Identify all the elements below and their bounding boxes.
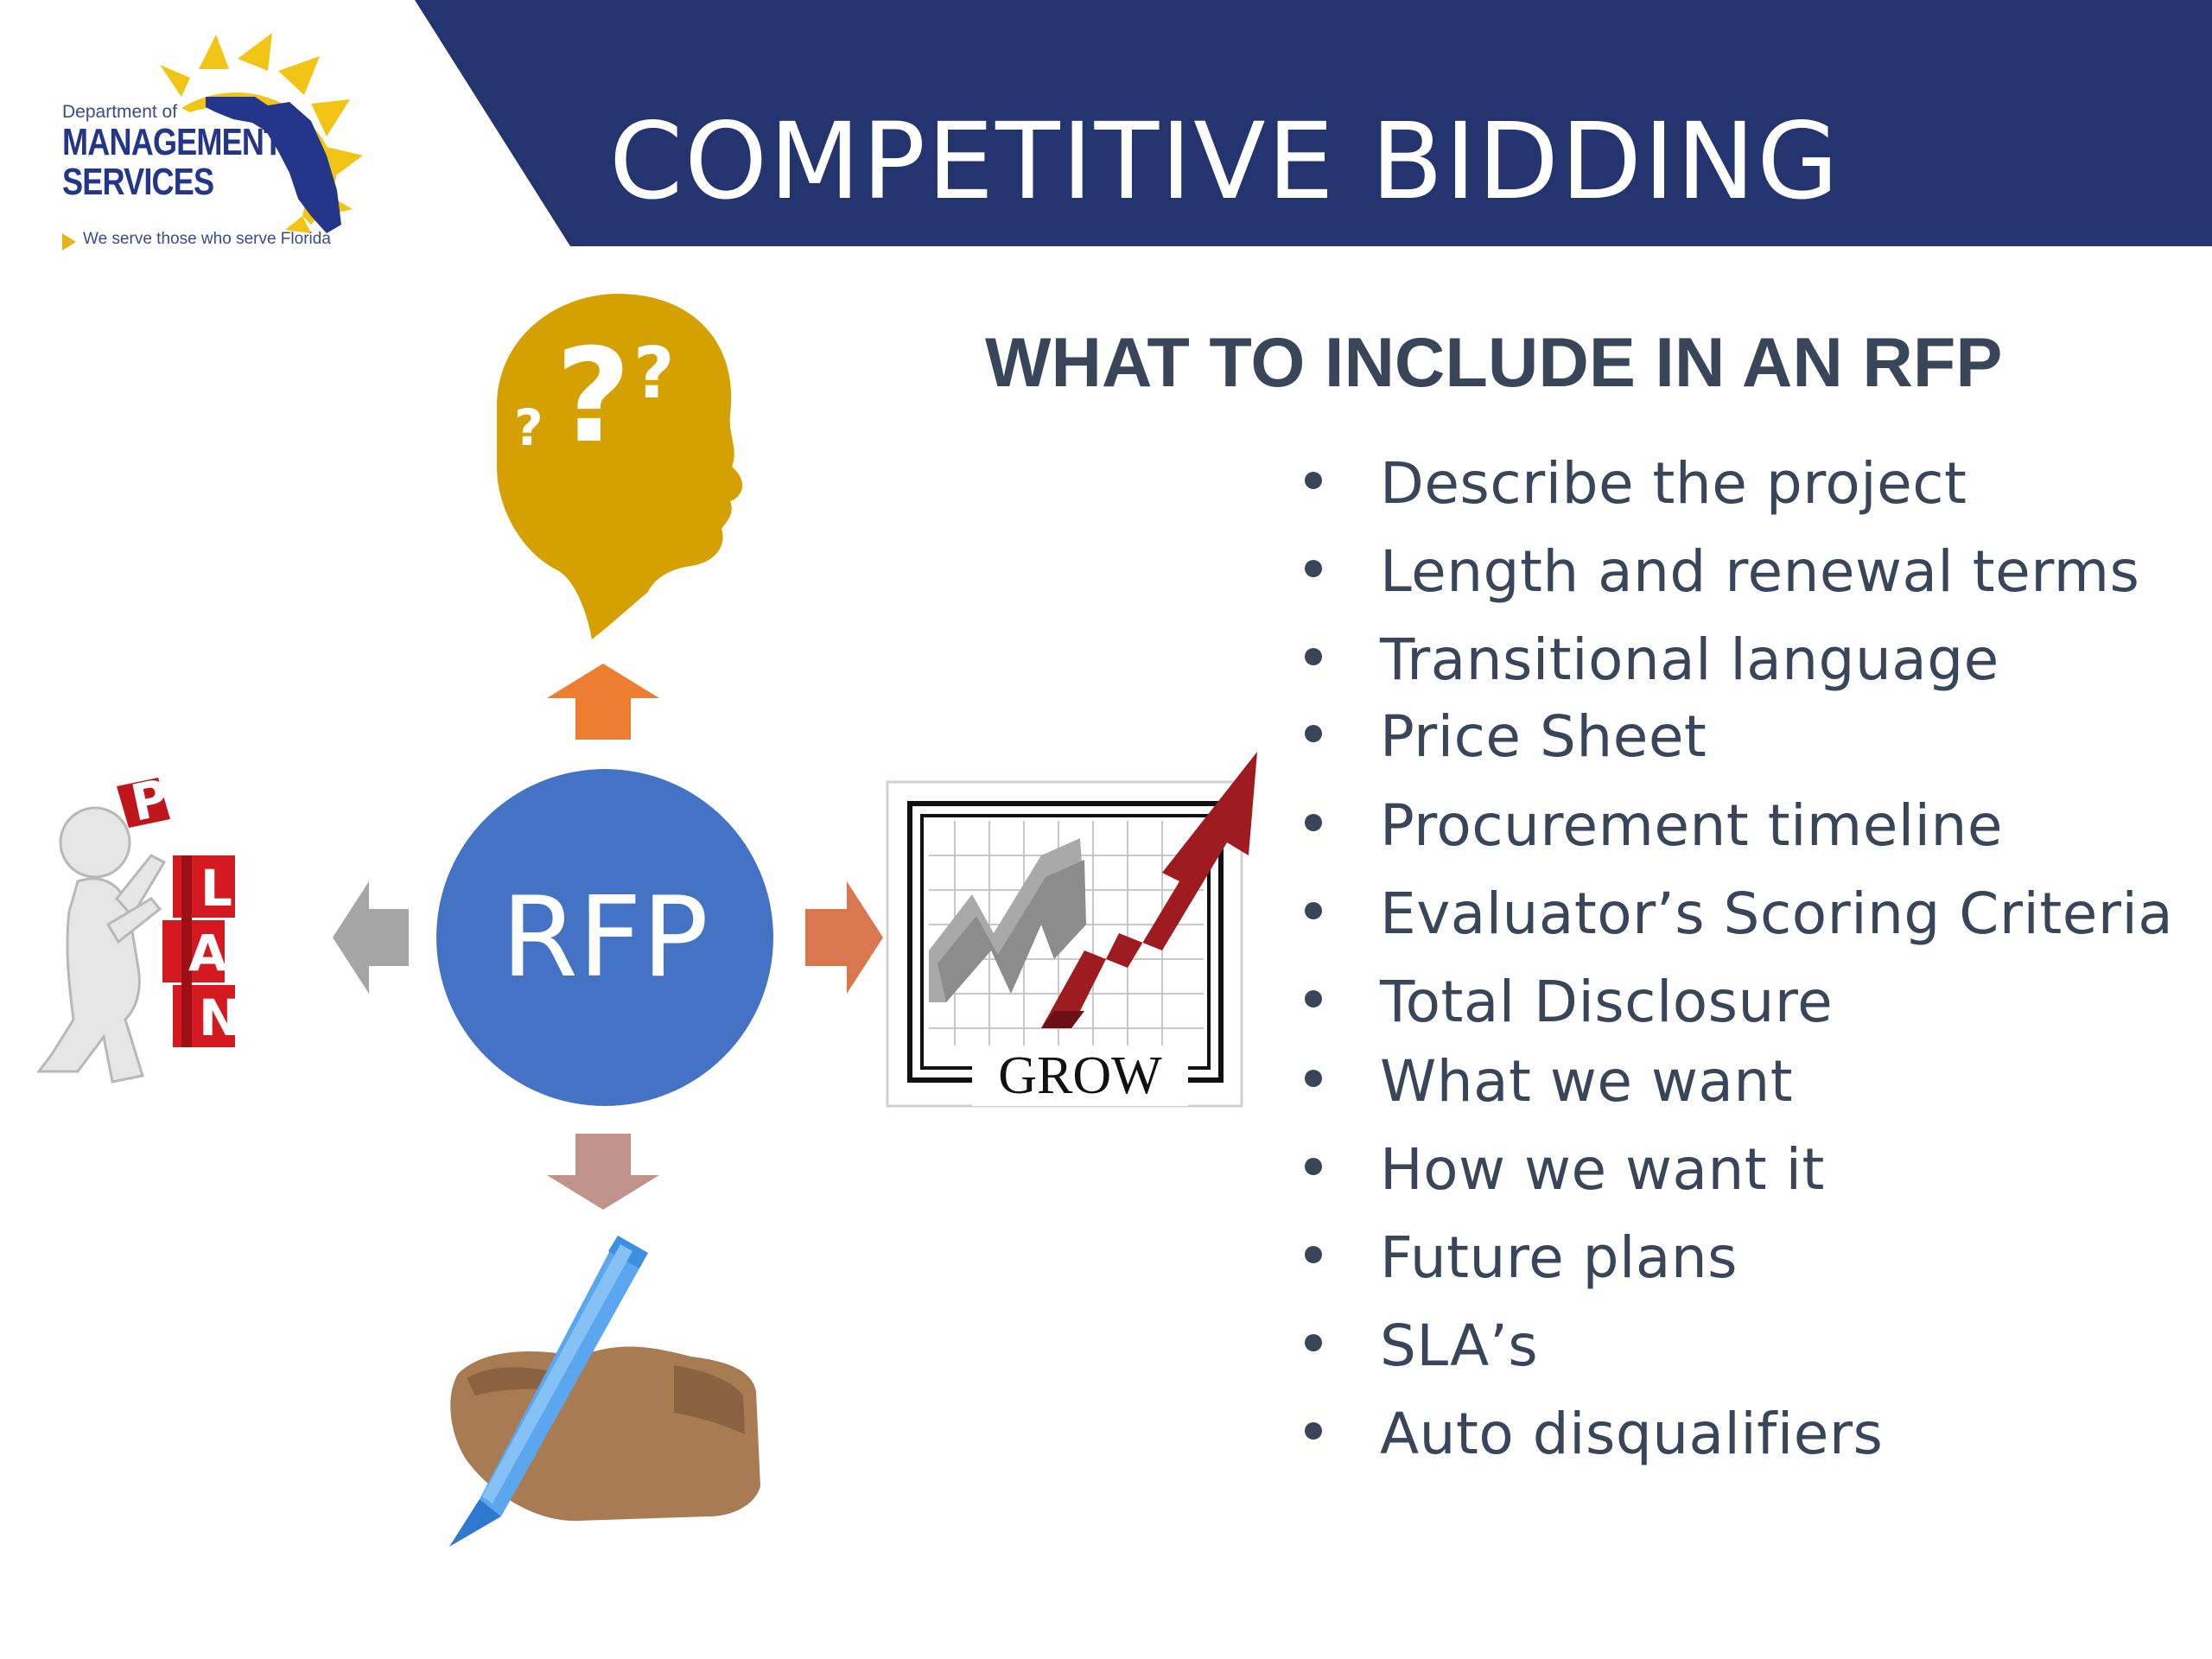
- list-item-text: Future plans: [1380, 1224, 1738, 1291]
- rfp-center-circle: RFP: [436, 769, 773, 1106]
- svg-text:L: L: [200, 859, 232, 918]
- logo-line1: MANAGEMENT: [62, 121, 283, 163]
- list-item-text: Auto disqualifiers: [1380, 1401, 1884, 1467]
- list-item: Auto disqualifiers: [1300, 1400, 2208, 1478]
- list-item-text: Length and renewal terms: [1380, 538, 2140, 605]
- blue-pen: [449, 1236, 648, 1547]
- bullet-icon: [1305, 725, 1322, 742]
- svg-text:?: ?: [633, 333, 675, 415]
- list-item: Describe the project: [1300, 449, 2208, 527]
- list-item-text: Procurement timeline: [1380, 792, 2003, 859]
- plan-blocks-icon: P L A N: [36, 767, 241, 1084]
- list-item: SLA’s: [1300, 1312, 2208, 1389]
- arrow-down-icon: [547, 1134, 659, 1210]
- section-heading: WHAT TO INCLUDE IN AN RFP: [985, 324, 2003, 402]
- bullet-icon: [1305, 1422, 1322, 1440]
- list-item-text: Evaluator’s Scoring Criteria: [1380, 880, 2174, 947]
- list-item: Future plans: [1300, 1224, 2208, 1301]
- header-bar: [415, 0, 2212, 246]
- bullet-icon: [1305, 1334, 1322, 1351]
- bullet-icon: [1305, 902, 1322, 919]
- list-item: Transitional language: [1300, 626, 2208, 703]
- florida-sun-icon: [160, 33, 363, 233]
- list-item: Total Disclosure: [1300, 968, 2208, 1046]
- white-figure: [36, 806, 167, 1084]
- svg-text:?: ?: [514, 398, 543, 457]
- list-item-text: What we want: [1380, 1048, 1794, 1115]
- logo-line2: SERVICES: [62, 161, 214, 203]
- list-item-text: SLA’s: [1380, 1313, 1539, 1379]
- arrow-right-icon: [805, 881, 883, 994]
- bullet-icon: [1305, 1158, 1322, 1175]
- logo-dept-line: Department of: [62, 102, 178, 122]
- bullet-icon: [1305, 648, 1322, 665]
- list-item: Evaluator’s Scoring Criteria: [1300, 880, 2208, 957]
- list-item-text: Describe the project: [1380, 450, 1967, 517]
- bullet-icon: [1305, 472, 1322, 489]
- rfp-label: RFP: [501, 873, 709, 1002]
- list-item: What we want: [1300, 1047, 2208, 1125]
- list-item: Price Sheet: [1300, 702, 2208, 780]
- svg-text:?: ?: [556, 321, 631, 472]
- arrow-left-icon: [333, 881, 409, 994]
- dms-logo: Department of MANAGEMENT SERVICES We ser…: [52, 17, 449, 251]
- bullet-icon: [1305, 1246, 1322, 1263]
- list-item-text: How we want it: [1380, 1136, 1825, 1203]
- page-title: COMPETITIVE BIDDING: [609, 100, 1840, 223]
- list-item: Procurement timeline: [1300, 791, 2208, 869]
- writing-hand-icon: [449, 1236, 760, 1547]
- question-head-icon: ? ? ?: [497, 294, 743, 639]
- list-item-text: Price Sheet: [1380, 703, 1707, 770]
- list-item: How we want it: [1300, 1135, 2208, 1213]
- logo-pointer-icon: [62, 233, 76, 251]
- list-item-text: Total Disclosure: [1380, 969, 1834, 1035]
- grow-label: GROW: [972, 1046, 1188, 1106]
- bullet-icon: [1305, 1070, 1322, 1087]
- svg-text:A: A: [188, 924, 227, 982]
- bullet-icon: [1305, 560, 1322, 577]
- logo-tagline: We serve those who serve Florida: [83, 230, 331, 248]
- bullet-icon: [1305, 814, 1322, 831]
- plan-blocks: P L A N: [117, 767, 241, 1047]
- list-item: Length and renewal terms: [1300, 537, 2208, 615]
- svg-text:N: N: [199, 988, 241, 1047]
- arrow-up-icon: [547, 664, 659, 740]
- list-item-text: Transitional language: [1380, 626, 1999, 693]
- bullet-icon: [1305, 990, 1322, 1007]
